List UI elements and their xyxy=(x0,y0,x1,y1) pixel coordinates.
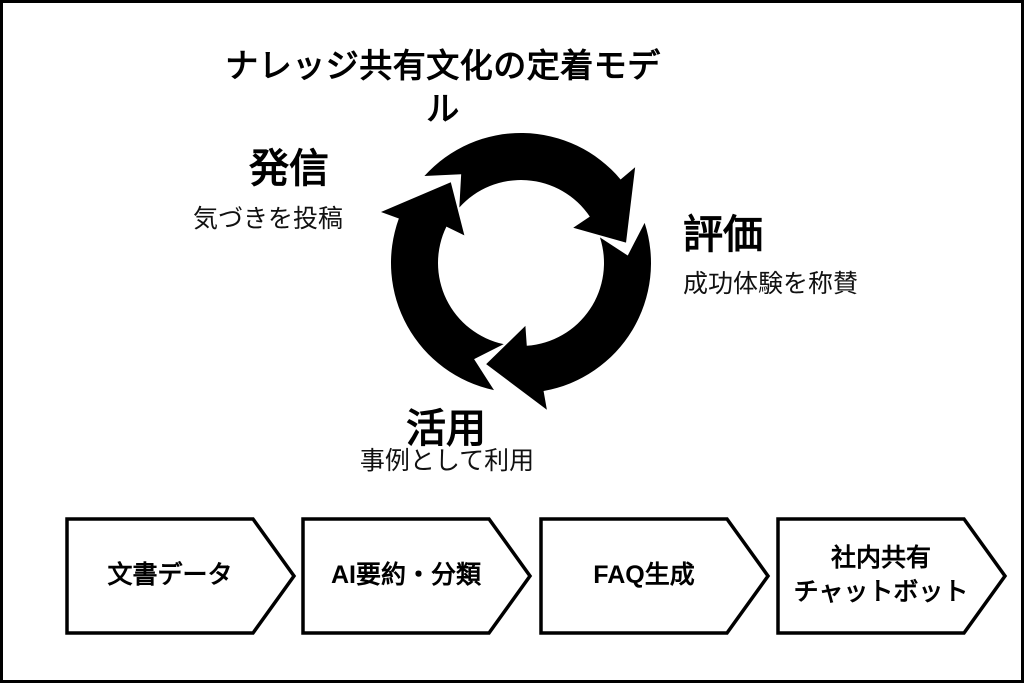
flow-step-label: AI要約・分類 xyxy=(330,561,481,590)
page-title: ナレッジ共有文化の定着モデル xyxy=(225,47,661,127)
flow-step-chevron-icon xyxy=(301,517,533,635)
cycle-arrow-right-icon xyxy=(486,222,651,410)
cycle-arrow-left-icon xyxy=(380,182,504,391)
cycle-node-title-katsuyou: 活用 xyxy=(406,407,486,451)
flow-step-internal-chatbot: 社内共有 チャットボット xyxy=(776,517,1008,635)
flow-step-label: FAQ生成 xyxy=(593,561,695,590)
cycle-node-subtitle-katsuyou: 事例として利用 xyxy=(359,447,535,475)
flow-step-ai-summary: AI要約・分類 xyxy=(301,517,533,635)
cycle-node-title-hyouka: 評価 xyxy=(683,213,763,257)
cycle-node-title-hasshin: 発信 xyxy=(249,147,329,191)
flow-step-chevron-icon xyxy=(539,517,771,635)
flow-step-chevron-icon xyxy=(65,517,297,635)
flow-step-document-data: 文書データ xyxy=(65,517,297,635)
cycle-node-subtitle-hasshin: 気づきを投稿 xyxy=(192,205,343,233)
flow-step-label: 社内共有 チャットボット xyxy=(793,544,969,606)
process-flow: 文書データ AI要約・分類 FAQ生成 社内共有 チャットボット xyxy=(3,517,1021,635)
flow-step-faq-generation: FAQ生成 xyxy=(539,517,771,635)
flow-step-label: 文書データ xyxy=(107,561,233,590)
cycle-arrow-top-icon xyxy=(424,133,636,243)
cycle-node-subtitle-hyouka: 成功体験を称賛 xyxy=(683,270,859,298)
cycle-arrows-icon xyxy=(380,133,651,410)
flow-step-chevron-icon xyxy=(776,517,1008,635)
